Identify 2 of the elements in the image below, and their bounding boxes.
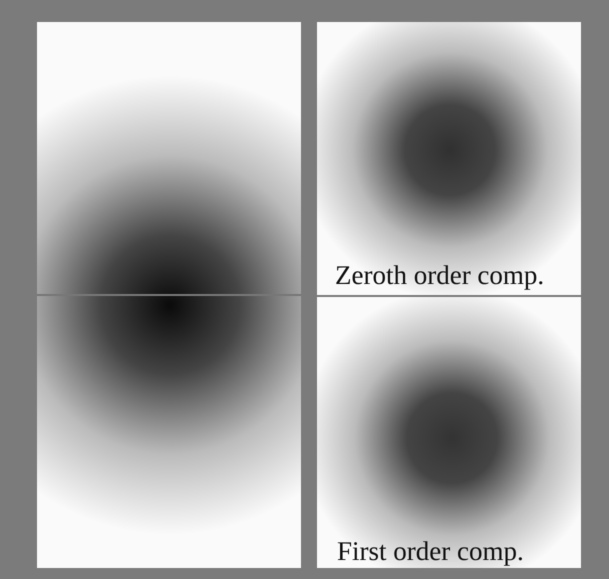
- panel-label: First order comp.: [337, 538, 524, 565]
- panel-label: Zeroth order comp.: [335, 262, 544, 289]
